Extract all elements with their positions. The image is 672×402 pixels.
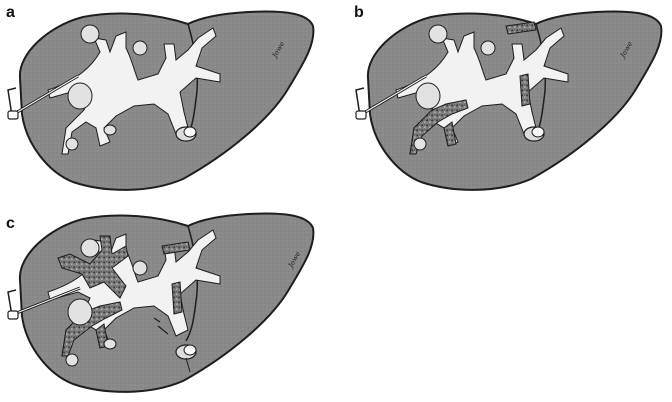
tumor-nodule [413,137,427,151]
tumor-nodule [415,82,441,110]
panel-label: c [6,215,15,232]
panel-b [355,10,663,191]
panel-label: a [6,4,15,21]
thrombus-segment [443,121,457,147]
tumor-nodule [132,40,148,56]
bile-duct-tree [47,27,221,155]
drainage-catheter [355,74,427,120]
stent-marker [153,317,169,335]
thrombus-segment [171,281,183,315]
thrombus-segment [505,21,537,35]
drainage-catheter [7,74,79,120]
common-duct [175,344,197,373]
tumor-nodule [65,137,79,151]
tumor-nodule [67,82,93,110]
common-duct [175,126,197,142]
tumor-nodule [480,40,496,56]
tumor-nodule [80,24,100,44]
tumor-nodule [67,298,93,326]
panel-a [7,10,315,191]
thrombus-segment [519,73,531,107]
tumor-nodule [65,353,79,367]
thrombus-segment [61,301,123,357]
panel-label: b [354,4,364,21]
tumor-nodule [132,260,148,276]
tumor-nodule [103,124,117,136]
common-duct [523,126,545,142]
tumor-nodule [80,238,100,258]
thrombus-segment [57,235,129,299]
tumor-nodule [103,338,117,350]
tumor-nodule [428,24,448,44]
thrombus-segment [161,241,191,255]
panel-c [7,212,315,393]
drainage-catheter [7,286,81,320]
